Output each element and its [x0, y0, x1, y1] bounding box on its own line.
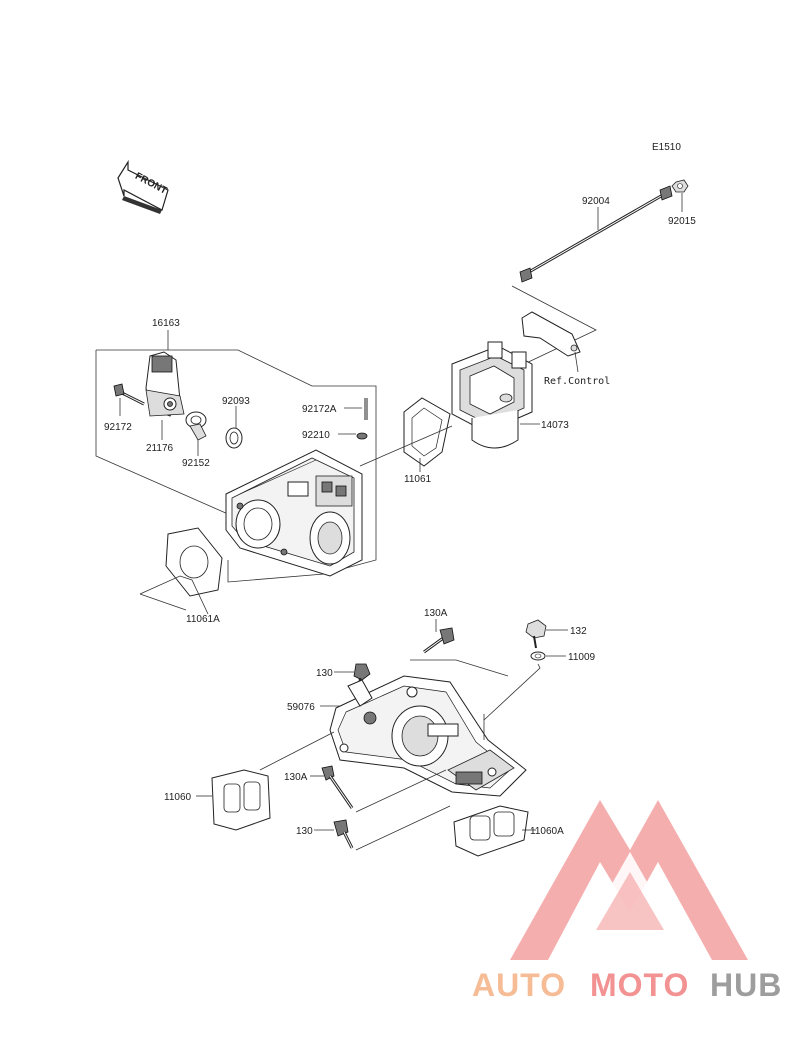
oring-92093 [225, 427, 243, 449]
washer-11009 [530, 651, 546, 661]
ref-control-label: Ref.Control [544, 376, 610, 387]
gasket-11060A [453, 805, 529, 857]
bolt-132 [525, 619, 547, 649]
clip-92152 [185, 411, 207, 441]
throttle-sensor-21176 [145, 351, 185, 417]
gasket-11060 [211, 769, 271, 831]
label-11060: 11060 [164, 792, 192, 803]
label-92152: 92152 [182, 458, 210, 469]
bolt-130-bot [333, 819, 354, 849]
label-21176: 21176 [146, 443, 174, 454]
long-bolt-92004 [519, 185, 673, 283]
label-11009: 11009 [568, 652, 596, 663]
intake-housing-59076 [329, 675, 527, 797]
gasket-11061 [403, 397, 451, 467]
label-130-top: 130 [316, 668, 333, 679]
gasket-11061A [165, 527, 223, 597]
watermark-text-moto: MOTO [590, 967, 689, 1003]
label-16163: 16163 [152, 318, 180, 329]
watermark-text-auto: AUTO [472, 967, 566, 1003]
bolt-130A-top [423, 627, 455, 654]
bolt-130A-mid [321, 765, 354, 809]
label-11061A: 11061A [186, 614, 220, 625]
label-130-bot: 130 [296, 826, 313, 837]
label-92172A: 92172A [302, 404, 337, 415]
washer-92210 [356, 432, 368, 440]
throttle-body [225, 449, 363, 577]
label-132: 132 [570, 626, 587, 637]
screw-92172 [113, 383, 145, 406]
label-11061: 11061 [404, 474, 432, 485]
label-11060A: 11060A [530, 826, 564, 837]
label-92004: 92004 [582, 196, 610, 207]
label-14073: 14073 [541, 420, 569, 431]
intake-duct-14073 [451, 341, 533, 449]
nut-92015 [671, 179, 689, 193]
label-59076: 59076 [287, 702, 315, 713]
front-arrow-icon: FRONT [117, 159, 169, 214]
watermark-text-hub: HUB [710, 967, 782, 1003]
label-130A-mid: 130A [284, 772, 308, 783]
label-92015: 92015 [668, 216, 696, 227]
label-92210: 92210 [302, 430, 330, 441]
label-130A-top: 130A [424, 608, 448, 619]
diagram-code: E1510 [652, 142, 681, 153]
label-92093: 92093 [222, 396, 250, 407]
ref-control-bracket [521, 311, 581, 357]
watermark-logo-icon: AUTO MOTO HUB [472, 800, 782, 1003]
label-92172: 92172 [104, 422, 132, 433]
